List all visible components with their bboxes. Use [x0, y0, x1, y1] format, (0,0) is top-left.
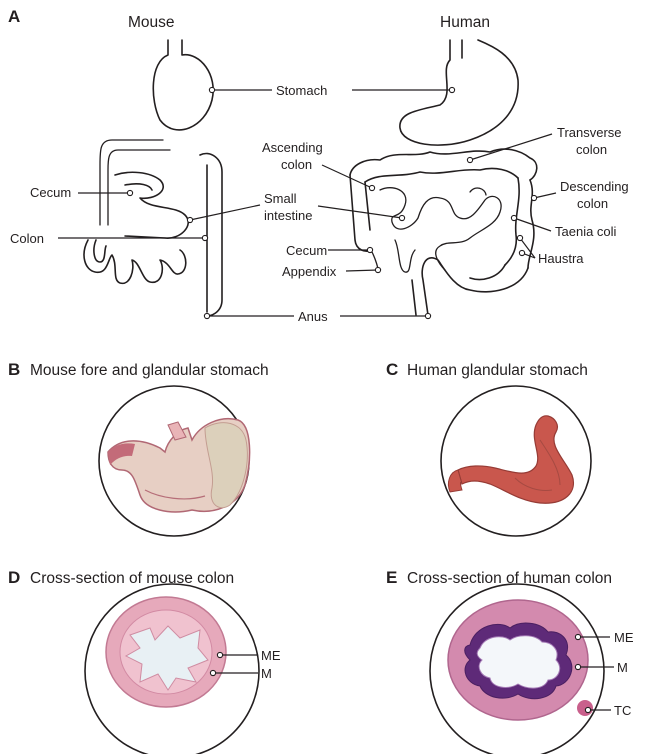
human-gi-tract [350, 40, 537, 315]
panel-label-e: E [386, 568, 397, 587]
label-tc: TC [614, 703, 631, 718]
human-heading: Human [440, 14, 490, 31]
label-cecum-human: Cecum [286, 243, 327, 258]
label-descending-1: Descending [560, 179, 629, 194]
mouse-gi-tract [84, 40, 222, 316]
panel-label-b: B [8, 360, 20, 379]
label-small-intestine-1: Small [264, 191, 297, 206]
label-taenia-coli: Taenia coli [555, 224, 617, 239]
label-small-intestine-2: intestine [264, 208, 312, 223]
title-b: Mouse fore and glandular stomach [30, 362, 269, 379]
label-haustra: Haustra [538, 251, 584, 266]
label-appendix: Appendix [282, 264, 337, 279]
label-stomach: Stomach [276, 83, 327, 98]
label-ascending-1: Ascending [262, 140, 323, 155]
title-c: Human glandular stomach [407, 362, 588, 379]
label-transverse-1: Transverse [557, 125, 622, 140]
mouse-colon-section [106, 597, 226, 707]
circle-c [441, 386, 591, 536]
label-m-mouse: M [261, 666, 272, 681]
title-d: Cross-section of mouse colon [30, 570, 234, 587]
label-me-human: ME [614, 630, 634, 645]
label-anus: Anus [298, 309, 328, 324]
label-m-human: M [617, 660, 628, 675]
panel-label-a: A [8, 7, 20, 26]
panel-a-labels: Stomach Cecum Colon Small intestine Anus… [10, 83, 629, 324]
label-me-mouse: ME [261, 648, 281, 663]
panel-label-c: C [386, 360, 398, 379]
label-ascending-2: colon [281, 157, 312, 172]
label-descending-2: colon [577, 196, 608, 211]
panel-label-d: D [8, 568, 20, 587]
label-colon-mouse: Colon [10, 231, 44, 246]
label-transverse-2: colon [576, 142, 607, 157]
label-cecum-mouse: Cecum [30, 185, 71, 200]
mouse-heading: Mouse [128, 14, 175, 31]
